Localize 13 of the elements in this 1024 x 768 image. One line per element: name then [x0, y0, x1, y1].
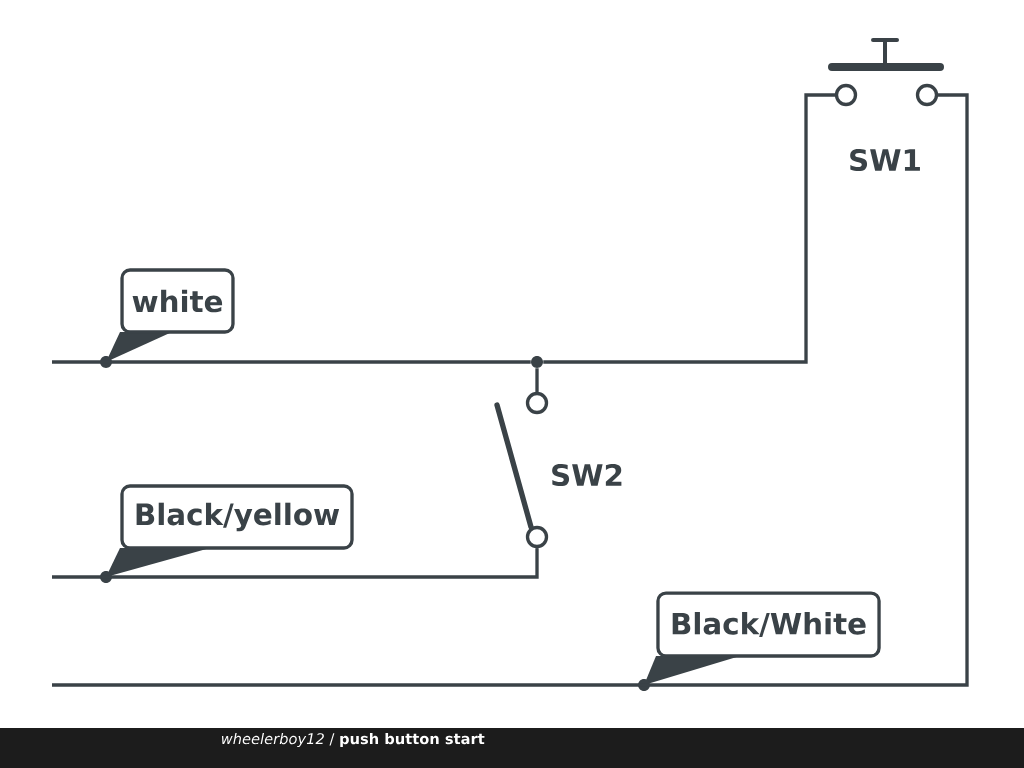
wire [543, 93, 824, 364]
wire [52, 360, 531, 364]
byline: wheelerboy12 / push button start [221, 732, 485, 748]
wire [535, 368, 539, 382]
net-label-callout: Black/yellow [100, 484, 354, 583]
wire [52, 93, 969, 687]
toggle-switch [494, 380, 549, 560]
push-button-switch [822, 38, 951, 107]
switch-label: SW1 [850, 148, 920, 172]
wire [52, 558, 539, 579]
net-label-callout: Black/White [638, 591, 881, 691]
switch-label: SW2 [552, 463, 622, 487]
net-label-callout: white [100, 268, 235, 368]
